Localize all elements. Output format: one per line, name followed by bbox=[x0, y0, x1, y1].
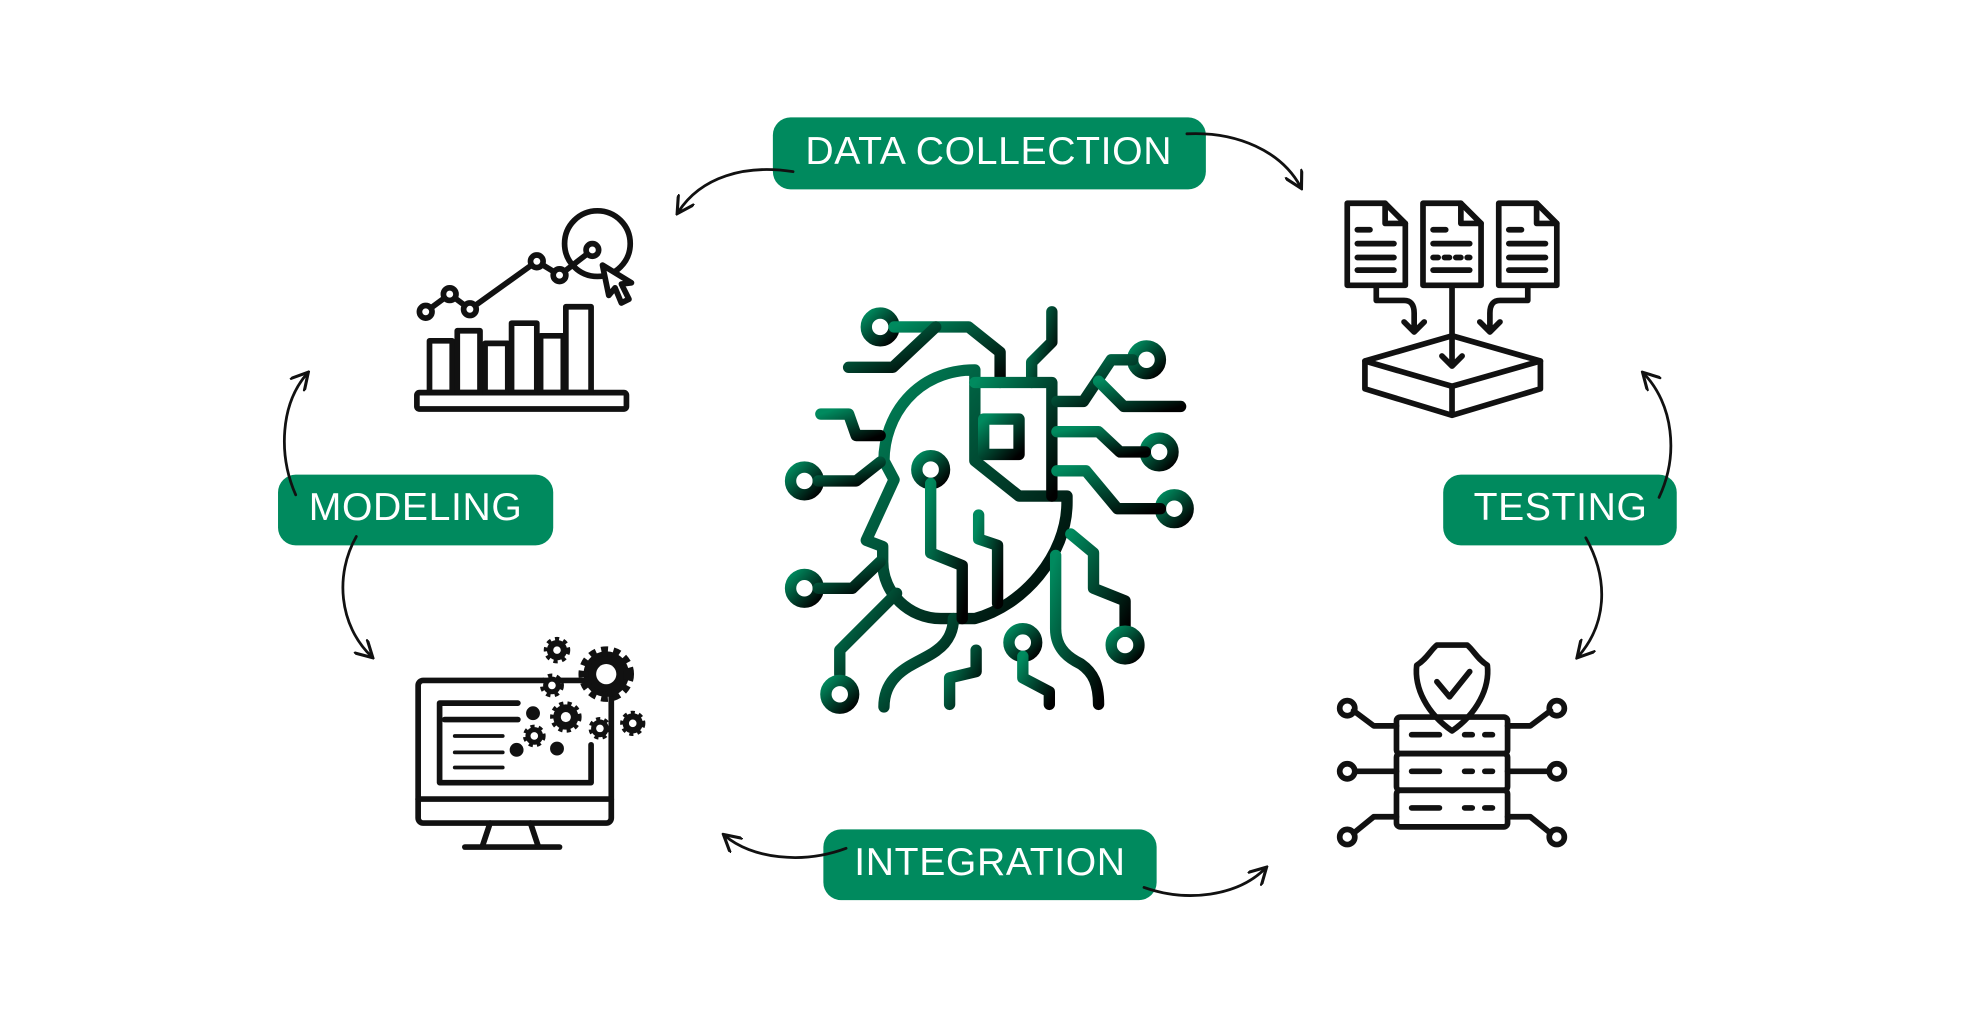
arrow-icon bbox=[341, 535, 372, 657]
flow-arrows bbox=[283, 132, 1673, 897]
stage-label: TESTING bbox=[1474, 486, 1648, 529]
arrow-icon bbox=[1644, 374, 1673, 499]
arrow-icon bbox=[1142, 869, 1265, 897]
document-icon bbox=[1344, 200, 1409, 289]
monitor-gears-icon bbox=[415, 636, 646, 850]
arrow-icon bbox=[1578, 536, 1604, 657]
stage-integration: INTEGRATION bbox=[823, 829, 1157, 901]
arrow-icon bbox=[725, 836, 848, 859]
stage-data-collection: DATA COLLECTION bbox=[772, 117, 1206, 190]
stage-modeling: MODELING bbox=[278, 474, 554, 546]
ai-circuit-head-icon bbox=[784, 306, 1194, 714]
stage-label: INTEGRATION bbox=[854, 841, 1125, 884]
arrow-icon bbox=[1185, 132, 1301, 187]
stage-label: MODELING bbox=[309, 486, 523, 529]
arrow-icon bbox=[283, 374, 307, 497]
stage-label: DATA COLLECTION bbox=[805, 130, 1172, 173]
stage-testing: TESTING bbox=[1443, 474, 1677, 546]
secure-server-icon bbox=[1336, 642, 1568, 848]
analytics-chart-icon bbox=[414, 207, 635, 412]
document-icon bbox=[1495, 200, 1560, 289]
documents-to-tray-icon bbox=[1344, 200, 1560, 419]
arrow-icon bbox=[678, 168, 795, 213]
document-icon bbox=[1420, 200, 1484, 289]
